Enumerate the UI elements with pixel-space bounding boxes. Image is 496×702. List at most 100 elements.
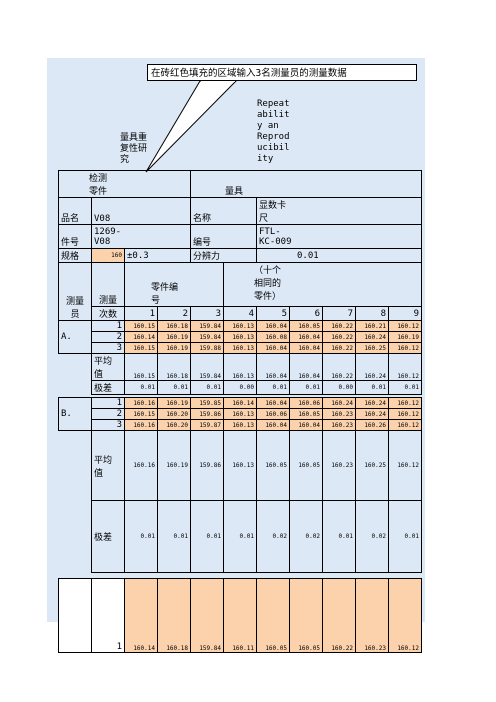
measure-cell[interactable]: 160.14: [124, 578, 158, 653]
measure-cell[interactable]: 160.12: [388, 320, 422, 332]
measure-cell[interactable]: 160.04: [256, 342, 290, 354]
measure-cell[interactable]: 160.23: [322, 408, 356, 420]
measure-cell[interactable]: 160.24: [355, 331, 389, 343]
gauge-name-value[interactable]: 显数卡尺: [256, 197, 422, 225]
measure-cell[interactable]: 160.13: [223, 419, 257, 431]
average-row: 平均值 160.16 160.19 159.86 160.13 160.05 1…: [59, 430, 422, 501]
range-cell: 0.01: [157, 380, 191, 395]
trial-number: 3: [91, 342, 125, 354]
measure-cell[interactable]: 160.16: [124, 397, 158, 409]
spec-nominal[interactable]: 160: [91, 248, 125, 263]
operator-a-name: A.: [58, 320, 92, 354]
measure-cell[interactable]: 160.04: [256, 320, 290, 332]
range-cell: 0.02: [355, 500, 389, 573]
measure-cell[interactable]: 160.21: [355, 320, 389, 332]
ten-parts-note: （十个相同的零件）: [223, 262, 422, 307]
measure-cell[interactable]: 160.04: [289, 331, 323, 343]
measure-cell[interactable]: 160.13: [223, 320, 257, 332]
measure-cell[interactable]: 160.24: [355, 397, 389, 409]
gauge-name-label: 名称: [190, 197, 257, 225]
measure-cell[interactable]: 160.13: [223, 408, 257, 420]
measure-cell[interactable]: 160.06: [289, 397, 323, 409]
measure-cell[interactable]: 160.15: [124, 320, 158, 332]
measure-cell[interactable]: 160.08: [256, 331, 290, 343]
measure-cell[interactable]: 160.18: [157, 320, 191, 332]
measure-cell[interactable]: 160.22: [322, 331, 356, 343]
measure-cell[interactable]: 159.86: [190, 408, 224, 420]
measure-cell[interactable]: 160.05: [256, 578, 290, 653]
measure-cell[interactable]: 160.06: [256, 408, 290, 420]
table-row: 3 160.15 160.19 159.88 160.13 160.04 160…: [59, 342, 422, 354]
range-label: 极差: [91, 500, 125, 573]
table-row: A. 1 160.15 160.18 159.84 160.13 160.04 …: [58, 320, 422, 354]
measure-cell[interactable]: 160.25: [355, 342, 389, 354]
gauge-no-value[interactable]: FTL-KC-009: [256, 224, 422, 249]
measure-cell[interactable]: 160.24: [355, 408, 389, 420]
range-cell: 0.02: [289, 500, 323, 573]
measure-cell[interactable]: 160.24: [322, 397, 356, 409]
table-row: B. 1 160.16 160.19 159.85 160.14 160.04 …: [58, 397, 422, 431]
measure-cell[interactable]: 160.19: [157, 342, 191, 354]
measure-cell[interactable]: 160.22: [322, 342, 356, 354]
measure-cell[interactable]: 159.88: [190, 342, 224, 354]
measure-cell[interactable]: 160.14: [223, 397, 257, 409]
measure-cell[interactable]: 159.84: [190, 578, 224, 653]
measure-cell[interactable]: 160.04: [256, 397, 290, 409]
part-no-value[interactable]: 1269-V08: [91, 224, 191, 249]
measure-cell[interactable]: 160.23: [355, 578, 389, 653]
average-cell: 160.12: [388, 353, 422, 381]
measure-cell[interactable]: 160.18: [157, 578, 191, 653]
measure-cell[interactable]: 160.04: [289, 419, 323, 431]
measure-cell[interactable]: 160.13: [223, 331, 257, 343]
average-label: 平均值: [91, 430, 125, 501]
measure-cell[interactable]: 160.20: [157, 408, 191, 420]
measure-cell[interactable]: 160.11: [223, 578, 257, 653]
measure-cell[interactable]: 160.05: [289, 320, 323, 332]
measure-cell[interactable]: 160.22: [322, 320, 356, 332]
measure-cell[interactable]: 160.15: [124, 342, 158, 354]
measure-cell[interactable]: 160.05: [289, 578, 323, 653]
range-cell: 0.01: [190, 500, 224, 573]
average-cell: 160.25: [355, 430, 389, 501]
trial-number: 3: [91, 419, 125, 431]
measure-cell[interactable]: 160.05: [289, 408, 323, 420]
measure-cell[interactable]: 160.12: [388, 397, 422, 409]
resolution-label: 分辨力: [190, 248, 257, 263]
range-row: 极差 0.01 0.01 0.01 0.00 0.01 0.01 0.00 0.…: [59, 380, 422, 395]
measure-cell[interactable]: 160.13: [223, 342, 257, 354]
measure-cell[interactable]: 159.84: [190, 320, 224, 332]
part-col-7: 7: [322, 306, 356, 321]
measure-cell[interactable]: 160.23: [322, 419, 356, 431]
measure-cell[interactable]: 159.85: [190, 397, 224, 409]
measure-cell[interactable]: 160.16: [124, 419, 158, 431]
table-row: 2 160.15 160.20 159.86 160.13 160.06 160…: [59, 408, 422, 420]
measure-cell[interactable]: 159.84: [190, 331, 224, 343]
measure-cell[interactable]: 160.12: [388, 408, 422, 420]
measure-cell[interactable]: 160.19: [157, 397, 191, 409]
measure-cell[interactable]: 160.04: [289, 342, 323, 354]
measure-cell[interactable]: 160.12: [388, 578, 422, 653]
spec-tolerance[interactable]: ±0.3: [124, 248, 191, 263]
measure-cell[interactable]: 160.20: [157, 419, 191, 431]
part-name-value[interactable]: V08: [91, 197, 191, 225]
measure-cell[interactable]: 160.14: [124, 331, 158, 343]
measure-cell[interactable]: 160.04: [256, 419, 290, 431]
measure-cell[interactable]: 160.12: [388, 342, 422, 354]
range-cell: 0.01: [256, 380, 290, 395]
range-cell: 0.02: [256, 500, 290, 573]
trial-number: 1: [91, 397, 125, 409]
resolution-value[interactable]: 0.01: [256, 248, 422, 263]
measure-cell[interactable]: 160.19: [388, 331, 422, 343]
range-cell: 0.01: [124, 500, 158, 573]
part-number-header: 零件编号: [124, 262, 224, 307]
measure-cell[interactable]: 160.12: [388, 419, 422, 431]
measure-cell[interactable]: 159.87: [190, 419, 224, 431]
trial-number: 2: [91, 408, 125, 420]
measure-cell[interactable]: 160.15: [124, 408, 158, 420]
measure-cell[interactable]: 160.22: [322, 578, 356, 653]
measure-cell[interactable]: 160.19: [157, 331, 191, 343]
gauge-no-label: 编号: [190, 224, 257, 249]
average-cell: 160.05: [256, 430, 290, 501]
measure-cell[interactable]: 160.26: [355, 419, 389, 431]
